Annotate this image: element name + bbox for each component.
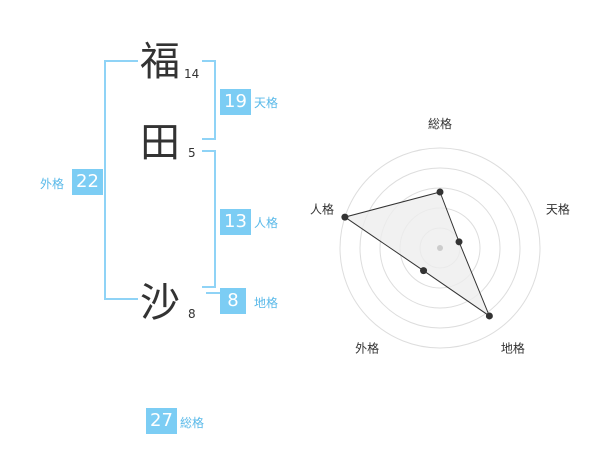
chikaku-bracket — [206, 292, 220, 294]
tenkaku-bracket — [202, 60, 216, 140]
jinkaku-bracket — [202, 150, 216, 288]
tenkaku-label: 天格 — [254, 96, 279, 110]
radar-point — [455, 238, 463, 246]
radar-axis-label: 総格 — [428, 116, 452, 131]
stroke-count-2: 5 — [188, 146, 196, 160]
jinkaku-value: 13 — [220, 209, 251, 235]
soukaku-label: 総格 — [180, 416, 205, 430]
chikaku-value: 8 — [220, 288, 246, 314]
tenkaku-value: 19 — [220, 89, 251, 115]
name-char-2: 田 — [140, 120, 180, 166]
radar-point — [341, 213, 349, 221]
gaikaku-bracket — [104, 60, 138, 300]
radar-center-dot — [437, 245, 443, 251]
soukaku-value: 27 — [146, 408, 177, 434]
chikaku-label: 地格 — [254, 296, 279, 310]
radar-point — [436, 188, 444, 196]
radar-point — [420, 267, 428, 275]
radar-ring — [379, 187, 501, 309]
name-char-3: 沙 — [140, 280, 180, 326]
radar-axis-label: 地格 — [501, 340, 525, 355]
radar-points — [341, 188, 493, 320]
radar-ring — [339, 147, 541, 349]
gaikaku-label: 外格 — [40, 177, 65, 191]
radar-area — [343, 191, 491, 318]
radar-ring — [359, 167, 521, 329]
stroke-count-3: 8 — [188, 307, 196, 321]
name-char-1: 福 — [140, 39, 180, 85]
gaikaku-value: 22 — [72, 169, 103, 195]
radar-axis-label: 外格 — [355, 340, 379, 355]
radar-point — [485, 312, 493, 320]
radar-axis-label: 人格 — [310, 202, 334, 217]
stroke-count-1: 14 — [184, 67, 200, 81]
radar-axis-label: 天格 — [546, 202, 570, 217]
jinkaku-label: 人格 — [254, 216, 279, 230]
